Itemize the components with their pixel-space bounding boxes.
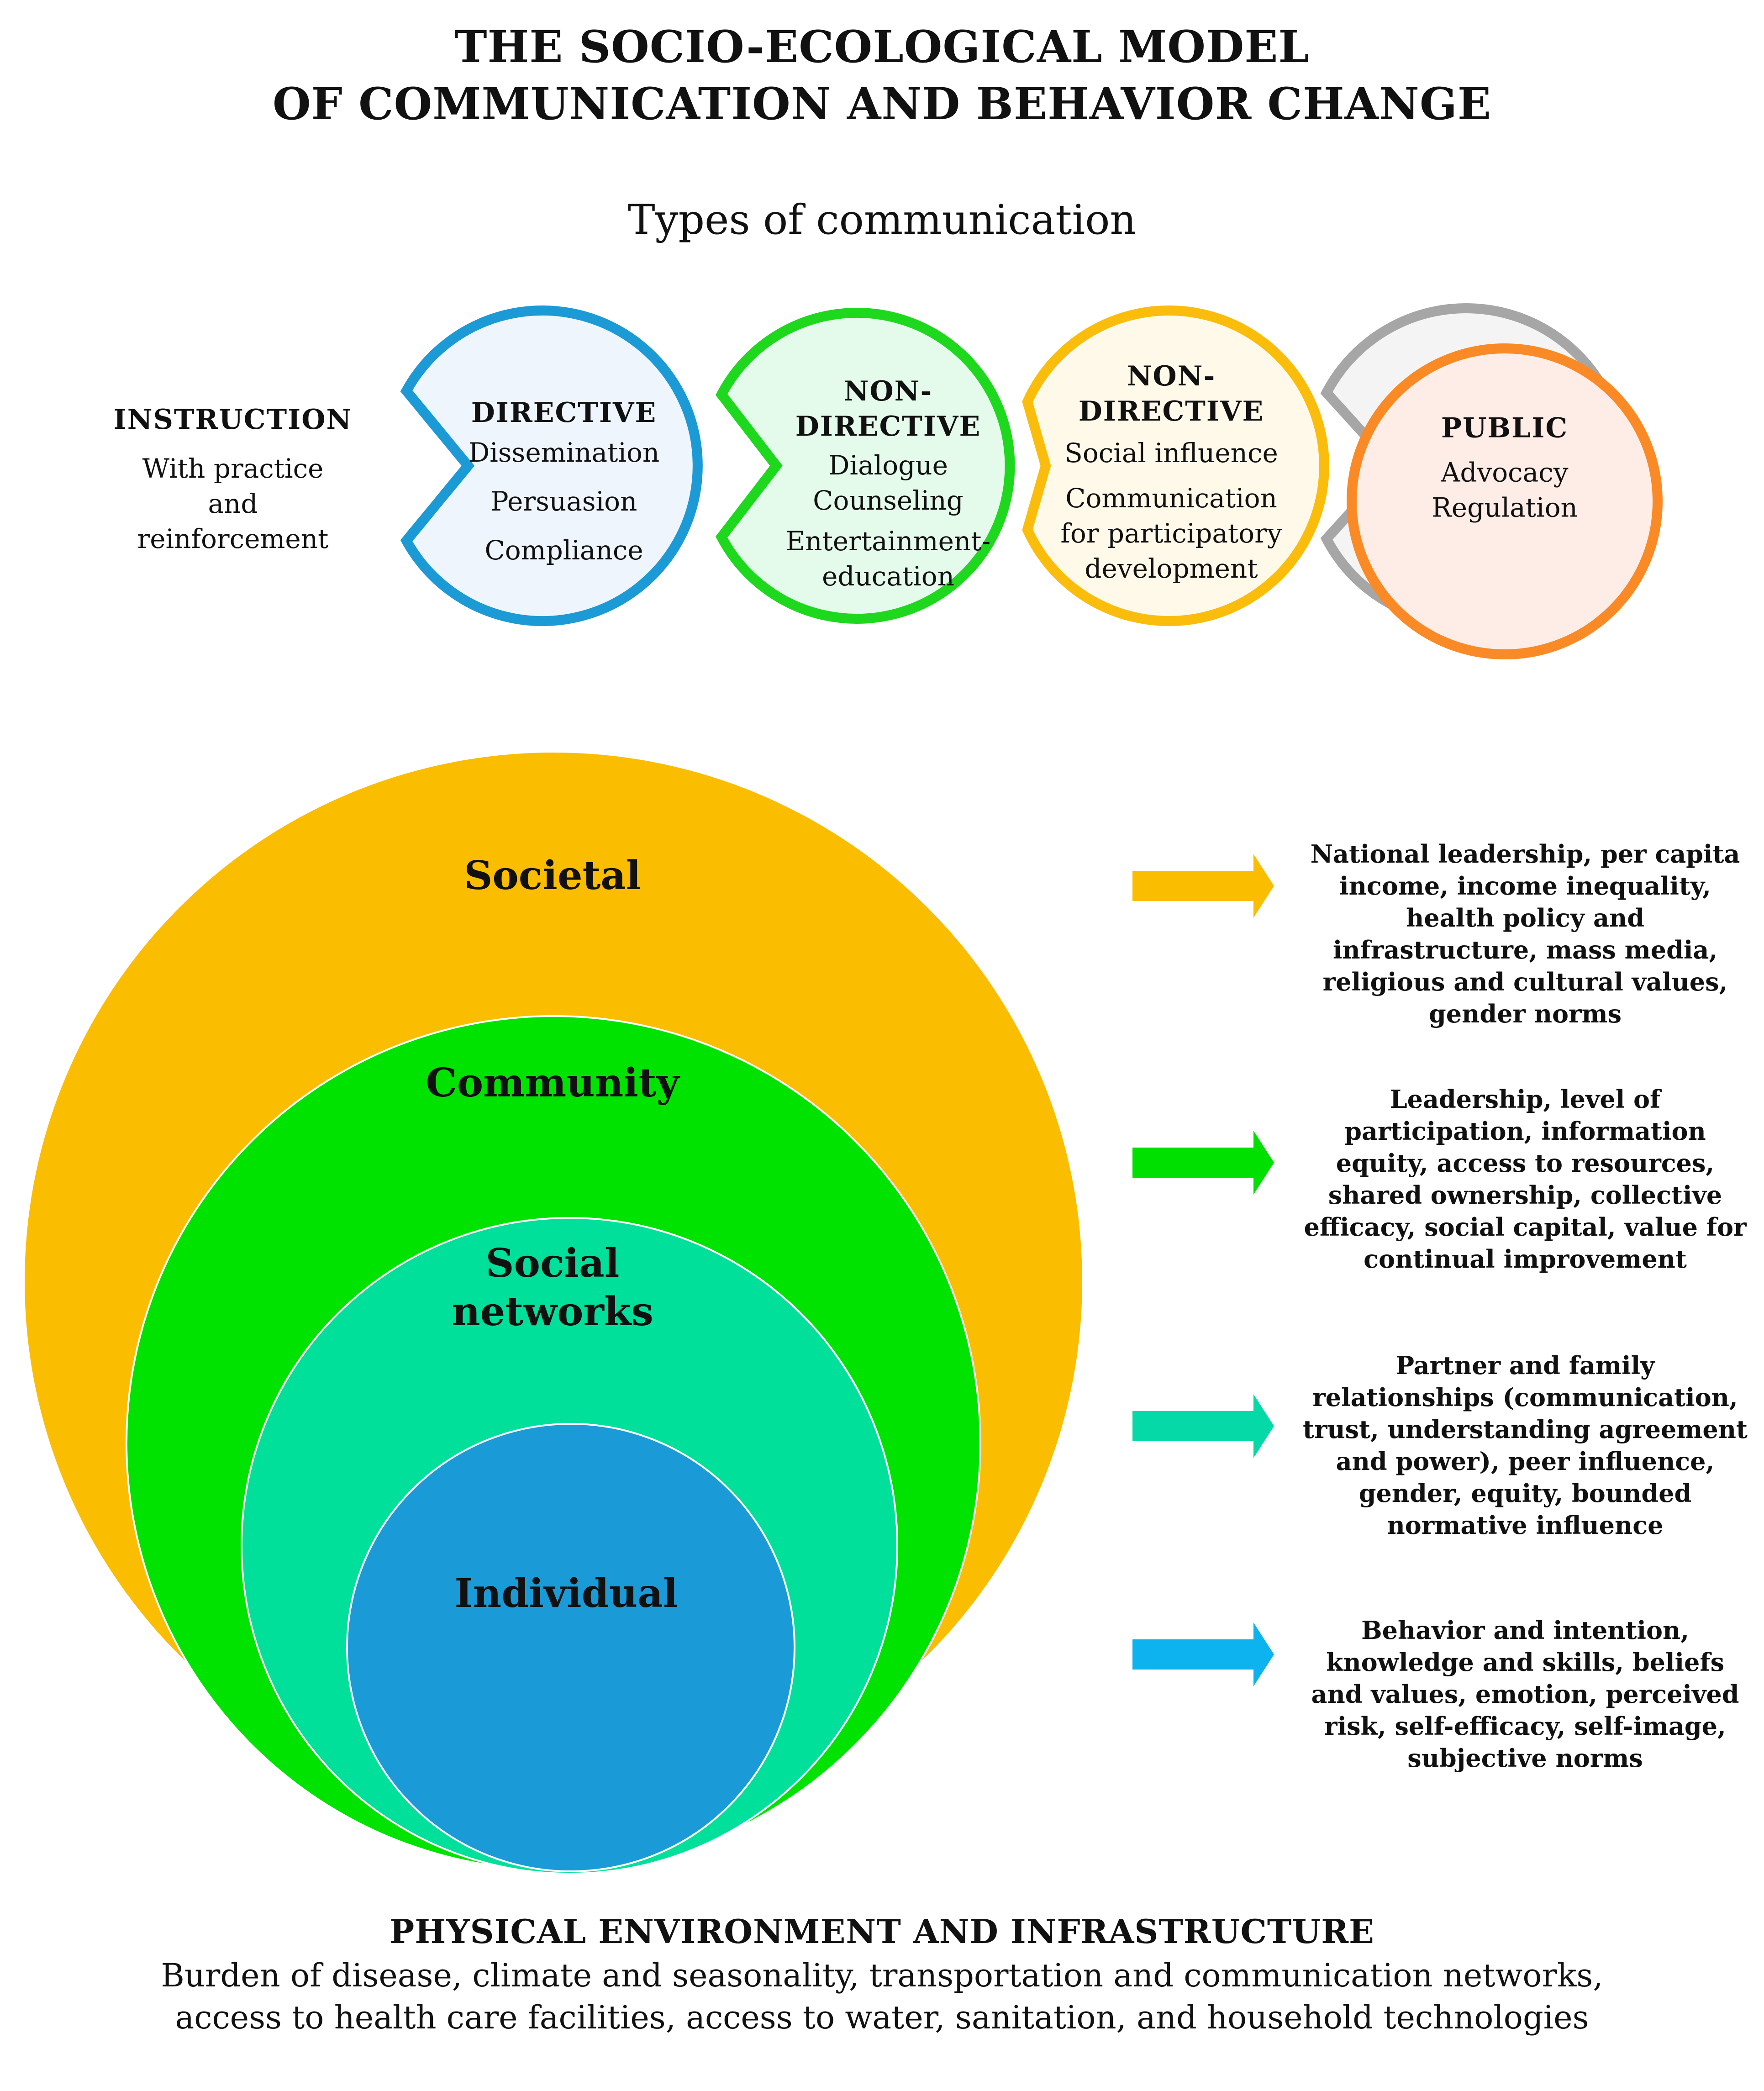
directive-heading: DIRECTIVE xyxy=(471,397,657,429)
non-directive-text-2: NON- DIRECTIVE Social influence Communic… xyxy=(1060,359,1282,586)
social-networks-arrow xyxy=(1132,1394,1274,1458)
levels-group xyxy=(23,751,1084,1875)
non-directive-circle-1 xyxy=(1022,305,1329,626)
public-heading: PUBLIC xyxy=(1441,412,1569,444)
societal-arrow xyxy=(1132,854,1274,918)
directive-text: DIRECTIVE Dissemination Persuasion Compl… xyxy=(469,395,660,568)
footer-heading: PHYSICAL ENVIRONMENT AND INFRASTRUCTURE xyxy=(390,1912,1374,1951)
instruction-item: reinforcement xyxy=(137,523,329,554)
non-directive-item: Entertainment- xyxy=(785,526,991,557)
non-directive-heading: DIRECTIVE xyxy=(795,411,981,442)
public-item: Regulation xyxy=(1432,492,1578,523)
individual-description: Behavior and intention, knowledge and sk… xyxy=(1311,1616,1739,1773)
instruction-item: and xyxy=(208,488,258,519)
directive-item: Dissemination xyxy=(468,437,660,468)
subtitle: Types of communication xyxy=(627,196,1137,244)
instruction-heading: INSTRUCTION xyxy=(113,404,353,436)
non-directive-heading: NON- xyxy=(843,375,933,407)
title-line-2: OF COMMUNICATION AND BEHAVIOR CHANGE xyxy=(272,78,1492,130)
directive-item: Persuasion xyxy=(490,486,637,517)
non-directive-heading: DIRECTIVE xyxy=(1078,395,1264,427)
societal-label: Societal xyxy=(464,853,641,899)
directive-circle xyxy=(715,308,1015,624)
non-directive-item: Dialogue xyxy=(828,450,948,481)
non-directive-item: education xyxy=(822,561,954,592)
individual-label: Individual xyxy=(454,1570,678,1617)
communication-types-group xyxy=(400,303,1663,659)
non-directive-heading: NON- xyxy=(1127,360,1216,392)
level-arrows-group xyxy=(1132,854,1274,1686)
directive-item: Compliance xyxy=(484,535,643,566)
page-title: THE SOCIO-ECOLOGICAL MODEL OF COMMUNICAT… xyxy=(0,18,1764,132)
individual-circle xyxy=(346,1423,795,1872)
public-text: PUBLIC Advocacy Regulation xyxy=(1432,411,1578,526)
non-directive-item: for participatory xyxy=(1060,518,1282,549)
footer-body: Burden of disease, climate and seasonali… xyxy=(161,1957,1603,2036)
non-directive-item: development xyxy=(1085,553,1258,584)
social-networks-label: Social networks xyxy=(452,1240,653,1335)
individual-arrow xyxy=(1132,1622,1274,1686)
community-arrow xyxy=(1132,1131,1274,1195)
title-line-1: THE SOCIO-ECOLOGICAL MODEL xyxy=(454,21,1310,73)
non-directive-text-1: NON- DIRECTIVE Dialogue Counseling Enter… xyxy=(786,374,990,594)
instruction-text: INSTRUCTION With practice and reinforcem… xyxy=(114,402,353,557)
public-item: Advocacy xyxy=(1441,457,1569,488)
public-circle xyxy=(1347,343,1663,659)
instruction-item: With practice xyxy=(142,453,324,484)
non-directive-item: Social influence xyxy=(1064,437,1278,469)
social-networks-description: Partner and family relationships (commun… xyxy=(1303,1351,1748,1540)
community-label: Community xyxy=(426,1060,679,1106)
community-description: Leadership, level of participation, info… xyxy=(1304,1085,1747,1274)
non-directive-item: Counseling xyxy=(813,485,964,516)
instruction-circle xyxy=(400,305,703,626)
societal-description: National leadership, per capita income, … xyxy=(1310,839,1740,1028)
non-directive-item: Communication xyxy=(1065,483,1277,514)
